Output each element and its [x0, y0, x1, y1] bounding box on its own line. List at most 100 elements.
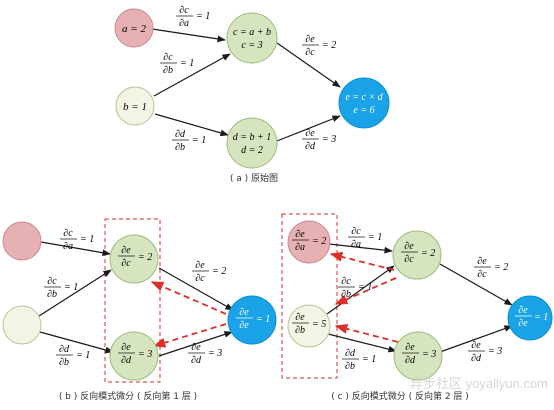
node-c-den: ∂c — [121, 258, 131, 269]
node-d-line2: d = 2 — [241, 145, 263, 156]
edge-b-d — [154, 113, 229, 137]
label-val: = 1 — [76, 350, 90, 361]
label-de-dd-num: ∂e — [305, 128, 315, 139]
node-a — [114, 8, 154, 48]
edge-b-c — [153, 53, 231, 97]
label-val: = 1 — [362, 354, 376, 365]
node-c-val: = 2 — [138, 252, 152, 263]
label-dc-db: ∂c ∂b = 1 — [44, 276, 78, 300]
label-de-dc: ∂e ∂c = 2 — [192, 260, 226, 284]
label-den: ∂c — [195, 273, 205, 284]
node-d-val: = 3 — [422, 349, 436, 360]
backprop-arrow-e-c — [150, 281, 227, 315]
node-a — [2, 221, 42, 261]
label-val: = 2 — [494, 262, 508, 273]
label-val: = 1 — [368, 232, 382, 243]
label-den: ∂b — [59, 357, 69, 368]
label-dc-da: ∂c ∂a = 1 — [348, 226, 382, 250]
edge-c-e — [439, 263, 513, 306]
label-num: ∂c — [341, 276, 351, 287]
node-e-den: ∂e — [518, 318, 528, 329]
label-dc-db: ∂c ∂b = 1 — [160, 52, 194, 76]
label-den: ∂b — [345, 361, 355, 372]
highlight-box-b — [104, 218, 161, 383]
node-c-line1: c = a + b — [233, 27, 271, 38]
node-e — [507, 295, 553, 341]
edge-c-e — [276, 42, 341, 88]
label-dd-db: ∂d ∂b = 1 — [172, 129, 206, 153]
label-dd-db-den: ∂b — [175, 142, 185, 153]
label-de-dd: ∂e ∂d = 3 — [468, 340, 502, 364]
node-d-num: ∂e — [121, 342, 131, 353]
node-b-den: ∂b — [295, 325, 305, 336]
label-dc-da-den: ∂a — [179, 18, 189, 29]
panel-original: a = 2 b = 1 c = a + b c = 3 d = b + 1 d … — [114, 5, 390, 184]
edge-b-c — [38, 269, 112, 317]
node-c — [109, 234, 159, 284]
node-a-val: = 2 — [312, 236, 326, 247]
label-val: = 3 — [488, 346, 502, 357]
label-de-dc: ∂e ∂c = 2 — [302, 34, 336, 58]
node-c — [226, 12, 278, 64]
edge-d-e — [158, 331, 233, 357]
backprop-arrow-d-b — [334, 323, 399, 343]
label-num: ∂c — [47, 276, 57, 287]
label-dc-db-val: = 1 — [180, 58, 194, 69]
node-e — [338, 77, 390, 129]
label-dd-db: ∂d ∂b = 1 — [342, 348, 376, 372]
node-d — [393, 331, 443, 381]
label-num: ∂e — [477, 256, 487, 267]
node-d-line1: d = b + 1 — [233, 132, 272, 143]
node-c-val: = 2 — [421, 248, 435, 259]
label-dc-db: ∂c ∂b = 1 — [338, 276, 372, 300]
label-num: ∂e — [471, 340, 481, 351]
label-de-dc-num: ∂e — [305, 34, 315, 45]
edge-a-c — [328, 243, 393, 254]
edge-d-e — [276, 115, 341, 142]
panel-reverse-layer-1: ∂e ∂c = 2 ∂e ∂d = 3 ∂e ∂e = 1 ∂c ∂a = 1 … — [2, 218, 277, 402]
edge-b-c — [326, 265, 395, 315]
edge-a-c — [151, 28, 226, 43]
label-num: ∂c — [351, 226, 361, 237]
node-c-num: ∂e — [121, 245, 131, 256]
label-den: ∂b — [47, 289, 57, 300]
edge-c-e — [158, 267, 234, 311]
label-de-dd-den: ∂d — [305, 141, 316, 152]
caption-b: ( b ) 反向模式微分 ( 反向第 1 层 ) — [59, 390, 197, 402]
node-a-num: ∂e — [295, 229, 305, 240]
label-num: ∂c — [63, 228, 73, 239]
edge-a-c — [40, 241, 111, 257]
label-den: ∂a — [63, 241, 73, 252]
panel-reverse-layer-2: ∂e ∂a = 2 ∂e ∂b = 5 ∂e ∂c = 2 ∂e ∂d = 3 … — [281, 213, 553, 402]
node-e-line1: e = c × d — [345, 92, 383, 103]
label-den: ∂c — [477, 269, 487, 280]
backprop-arrow-c-a — [329, 251, 395, 271]
node-c-den: ∂c — [404, 254, 414, 265]
label-num: ∂e — [191, 342, 201, 353]
edge-b-d — [39, 331, 114, 354]
label-val: = 1 — [358, 282, 372, 293]
caption-a: ( a ) 原始图 — [230, 172, 278, 184]
node-b-label: b = 1 — [123, 101, 147, 113]
label-dc-db-den: ∂b — [163, 65, 173, 76]
node-e-line2: e = 6 — [353, 105, 374, 116]
node-e-num: ∂e — [518, 305, 528, 316]
label-val: = 1 — [80, 234, 94, 245]
node-e-num: ∂e — [239, 307, 249, 318]
node-a — [287, 220, 331, 264]
label-num: ∂e — [195, 260, 205, 271]
label-de-dd: ∂e ∂d = 3 — [188, 342, 222, 366]
node-d — [226, 117, 278, 169]
caption-c: ( c ) 反向模式微分 ( 反向第 2 层 ) — [331, 390, 469, 402]
backprop-arrow-e-d — [152, 323, 227, 348]
label-dc-da-num: ∂c — [179, 5, 189, 16]
label-dd-db-val: = 1 — [192, 135, 206, 146]
label-dc-da-val: = 1 — [196, 11, 210, 22]
node-b — [2, 305, 42, 345]
label-dc-db-num: ∂c — [163, 52, 173, 63]
backprop-arrow-c-b — [334, 277, 397, 305]
node-e — [227, 295, 277, 345]
label-dd-db: ∂d ∂b = 1 — [56, 344, 90, 368]
label-val: = 3 — [208, 348, 222, 359]
